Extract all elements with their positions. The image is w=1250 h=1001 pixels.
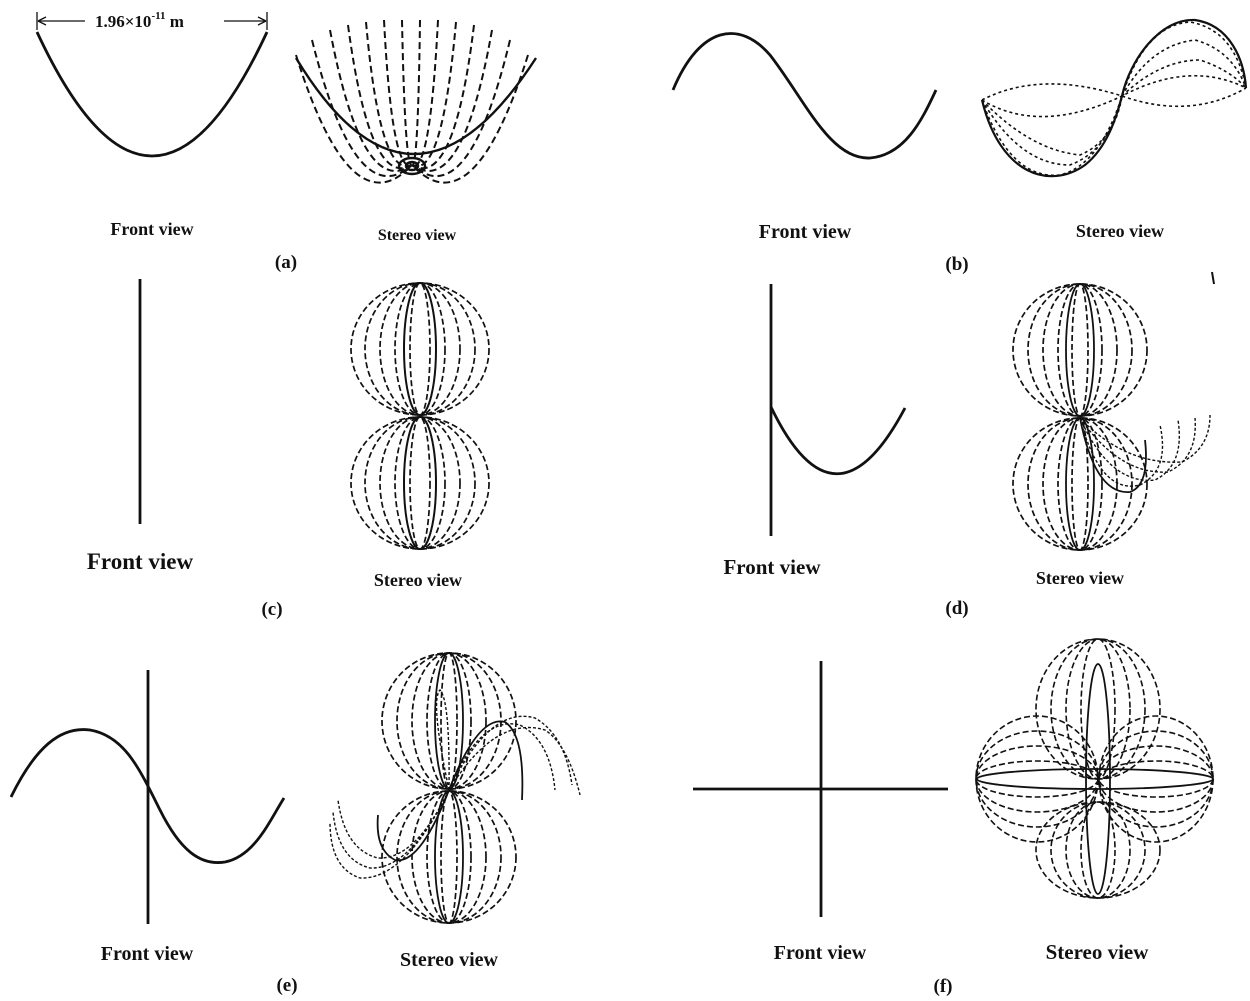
stereo-view-solid-hook-upper: [448, 720, 524, 801]
stereo-view-solid-loop-bottom: [1065, 417, 1095, 551]
panel-f-front-label: Front view: [774, 942, 867, 964]
panel-c-stereo-label: Stereo view: [374, 570, 462, 590]
stereo-view-solid-loop-bottom: [434, 790, 464, 924]
panel-d-stereo-label: Stereo view: [1036, 568, 1124, 588]
panel-e-front-label: Front view: [101, 943, 194, 965]
stereo-view-solid-curve: [294, 57, 538, 156]
panel-f: Front view Stereo view (f): [693, 638, 1214, 997]
stray-mark: [1211, 271, 1215, 285]
front-view-sine: [9, 728, 286, 864]
stereo-view-solid-loop-bottom: [403, 416, 437, 550]
stereo-view-solid-hook-lower: [376, 789, 450, 862]
panel-d-front-label: Front view: [723, 555, 821, 579]
panel-e-stereo-label: Stereo view: [400, 949, 498, 971]
stereo-view-solid-loop-top: [403, 282, 437, 416]
panel-a-stereo-label: Stereo view: [378, 227, 457, 244]
panel-b-label: (b): [945, 254, 968, 275]
panel-d: Front view Stereo view (d): [723, 271, 1215, 619]
panel-c: Front view Stereo view (c): [87, 279, 490, 620]
dimension-marker: [36, 12, 268, 30]
stereo-view-twisted-loops: [981, 21, 1247, 177]
panel-b-stereo-label: Stereo view: [1076, 221, 1164, 241]
panel-e: Front view Stereo view (e): [9, 652, 581, 996]
stereo-view-double-sphere: [1012, 283, 1148, 551]
stereo-view-solid-loop-top: [1065, 283, 1095, 417]
front-view-curve: [769, 406, 907, 476]
panel-b-front-label: Front view: [759, 221, 852, 243]
stereo-view-hooks: [329, 689, 581, 879]
panel-d-label: (d): [945, 598, 968, 619]
panel-f-stereo-label: Stereo view: [1046, 940, 1150, 964]
panel-c-front-label: Front view: [87, 549, 194, 574]
stereo-view-solid-loop-vertical: [1085, 663, 1111, 895]
stereo-view-solid-curve: [980, 18, 1248, 178]
panel-f-label: (f): [934, 976, 953, 997]
front-view-sine: [671, 32, 938, 160]
panel-e-label: (e): [276, 975, 297, 996]
panel-b: Front view Stereo view (b): [671, 18, 1248, 275]
stereo-view-solid-hook: [1079, 417, 1147, 493]
panel-a-label: (a): [275, 252, 297, 273]
stereo-view-vertex: [397, 156, 427, 176]
stereo-view-solid-loop-horizontal: [976, 768, 1214, 790]
panel-a-front-label: Front view: [110, 219, 193, 239]
stereo-view-bowl: [295, 19, 529, 184]
panel-a: 1.96×10-11 m Front view Stereo vi: [35, 10, 538, 273]
front-view-curve: [35, 31, 269, 158]
panel-c-label: (c): [261, 599, 282, 620]
dimension-label: 1.96×10-11 m: [95, 10, 184, 31]
